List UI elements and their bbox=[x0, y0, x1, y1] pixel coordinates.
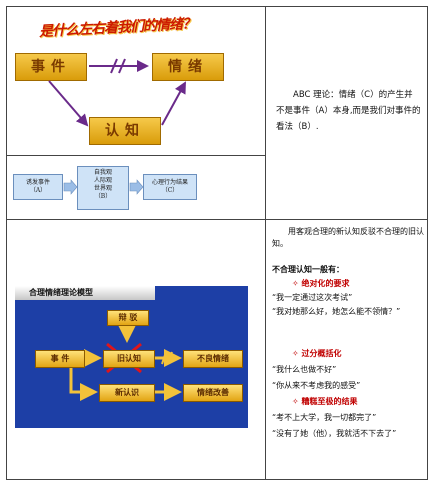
cognition-box: 认知 bbox=[89, 117, 161, 145]
item1-title: ✧ 绝对化的要求 bbox=[272, 278, 435, 290]
item3-quote2: “没有了她（他），我就活不下去了” bbox=[272, 429, 397, 438]
item2-title-text: 过分概括化 bbox=[301, 349, 342, 358]
event-new-arrow bbox=[69, 366, 98, 401]
item2-quote1: “我什么也做不好” bbox=[272, 365, 337, 374]
box-c-label: 心理行为结果 bbox=[151, 179, 188, 186]
item2-quote2: “你从来不考虑我的感受” bbox=[272, 381, 361, 390]
box-a-label: 诱发事件 bbox=[25, 179, 50, 186]
bullet-icon: ✧ bbox=[292, 397, 299, 406]
block-slash-2 bbox=[167, 351, 173, 365]
item1-quote1: “我一定通过这次考试” bbox=[272, 293, 353, 302]
refute-box: 辩 驳 bbox=[107, 310, 149, 326]
box-a-letter: （A） bbox=[29, 187, 47, 194]
item1-quote2: “我对她那么好，她怎么能不领情？” bbox=[272, 307, 401, 316]
abc-flow-panel: 诱发事件 （A） 自我观 人际观 世界观 （B） 心理行为结果 （C） bbox=[6, 155, 266, 220]
irrational-heading: 不合理认知一般有： bbox=[272, 265, 344, 274]
box-b-line: 人际观 bbox=[93, 177, 112, 184]
event-box: 事 件 bbox=[35, 350, 85, 368]
flow-arrows bbox=[63, 179, 144, 195]
arrow-b-c bbox=[129, 179, 144, 195]
activating-event-box: 诱发事件 （A） bbox=[13, 174, 63, 200]
abc-theory-text: ABC 理论：情绪（C）的产生并不是事件（A）本身,而是我们对事件的看法（B）. bbox=[276, 90, 421, 132]
box-b-line: 世界观 bbox=[93, 185, 112, 192]
abc-theory-cell: ABC 理论：情绪（C）的产生并不是事件（A）本身,而是我们对事件的看法（B）. bbox=[265, 6, 428, 220]
event-to-cognition-arrow bbox=[48, 80, 89, 127]
block-slash-1 bbox=[161, 351, 167, 365]
item3-title-text: 糟糕至极的结果 bbox=[301, 397, 358, 406]
old-cognition-box: 旧认知 bbox=[103, 350, 155, 368]
item1-title-text: 绝对化的要求 bbox=[301, 279, 350, 288]
rational-emotion-model-diagram: 合理情绪理论模型 辩 驳 事 件 旧认知 不良情绪 新认识 情绪改善 bbox=[15, 286, 248, 428]
emotion-improve-box: 情绪改善 bbox=[183, 384, 243, 402]
item2-title: ✧ 过分概括化 bbox=[272, 348, 435, 360]
belief-box: 自我观 人际观 世界观 （B） bbox=[77, 166, 129, 210]
cognition-to-emotion-arrow bbox=[161, 81, 186, 126]
irrational-beliefs-cell: 用客观合理的新认知反驳不合理的旧认知。 不合理认知一般有： ✧ 绝对化的要求 “… bbox=[265, 219, 428, 480]
intro-text: 用客观合理的新认知反驳不合理的旧认知。 bbox=[272, 227, 424, 248]
item3-title: ✧ 糟糕至极的结果 bbox=[272, 396, 435, 408]
emotion-box: 情绪 bbox=[152, 53, 224, 81]
bad-emotion-box: 不良情绪 bbox=[183, 350, 243, 368]
emotion-cycle-panel: 是什么左右着我们的情绪？ 事件 情绪 认知 bbox=[6, 6, 266, 156]
consequence-box: 心理行为结果 （C） bbox=[143, 174, 197, 200]
box-c-letter: （C） bbox=[161, 187, 179, 194]
bullet-icon: ✧ bbox=[292, 349, 299, 358]
new-cognition-box: 新认识 bbox=[99, 384, 155, 402]
cycle-arrows bbox=[48, 58, 186, 127]
box-b-letter: （B） bbox=[94, 193, 112, 200]
item3-quote1: “考不上大学，我一切都完了” bbox=[272, 413, 377, 422]
blocked-slash-2 bbox=[118, 58, 126, 74]
box-b-line: 自我观 bbox=[93, 169, 112, 176]
arrow-a-b bbox=[63, 179, 78, 195]
bullet-icon: ✧ bbox=[292, 279, 299, 288]
diagram-title: 合理情绪理论模型 bbox=[15, 286, 155, 300]
event-box: 事件 bbox=[15, 53, 87, 81]
blocked-slash-1 bbox=[110, 58, 118, 74]
model-panel: 合理情绪理论模型 辩 驳 事 件 旧认知 不良情绪 新认识 情绪改善 bbox=[6, 219, 266, 480]
